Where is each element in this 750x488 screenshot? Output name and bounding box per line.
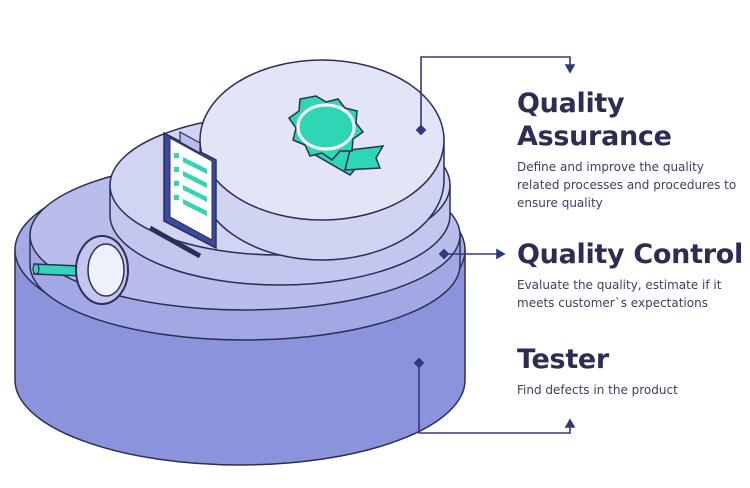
layer-title: Tester: [517, 344, 609, 375]
connector-quality-control: [438, 248, 506, 260]
clipboard-checklist-icon: [148, 130, 217, 259]
connector-quality-assurance: [415, 56, 576, 136]
magnifying-glass-icon: [32, 235, 129, 305]
layer-description: Evaluate the quality, estimate if it mee…: [517, 278, 722, 310]
layer-title: Quality Control: [517, 239, 743, 270]
label-quality-assurance: Quality Assurance Define and improve the…: [517, 87, 742, 212]
label-tester: Tester Find defects in the product: [517, 343, 742, 399]
layer-title: Quality Assurance: [517, 88, 672, 152]
connector-tester: [413, 357, 576, 434]
award-badge-icon: [287, 95, 385, 176]
layer-description: Find defects in the product: [517, 383, 678, 397]
layer-description: Define and improve the quality related p…: [517, 160, 737, 210]
label-quality-control: Quality Control Evaluate the quality, es…: [517, 238, 747, 312]
tier-quality-assurance: [199, 59, 445, 261]
